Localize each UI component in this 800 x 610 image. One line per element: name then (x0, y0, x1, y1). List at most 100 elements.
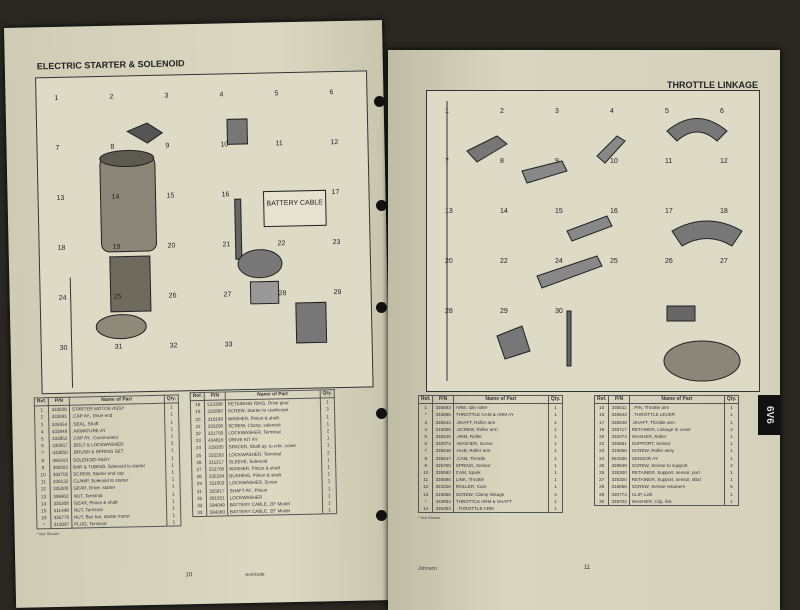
part-number-cell: 335544 (432, 418, 454, 426)
part-name-cell: CAM, Spark (452, 468, 549, 477)
callout-number: 30 (555, 308, 563, 315)
part-name-cell: . PIN, Throttle arm (628, 403, 725, 412)
callout-number: 6 (329, 89, 333, 96)
not-shown-note: * Not Shown (36, 531, 59, 537)
qty-cell: 1 (547, 411, 564, 419)
qty-cell: 2 (723, 425, 740, 433)
ref-cell: 3 (417, 418, 434, 426)
ref-cell: 12 (417, 483, 434, 491)
qty-cell: 1 (723, 432, 740, 441)
not-shown-note: * Not Shown (418, 515, 441, 520)
callout-number: 17 (665, 208, 673, 215)
part-name-cell: THROTTLE ARM & SHAFT (452, 497, 549, 505)
qty-cell: 1 (723, 403, 740, 412)
ref-cell: 28 (593, 483, 610, 491)
part-number-cell: 318189 (205, 415, 226, 423)
qty-cell: 1 (547, 432, 564, 441)
part-number-cell: 335595 (432, 476, 454, 484)
page-title: ELECTRIC STARTER & SOLENOID (36, 58, 185, 72)
callout-number: 9 (165, 143, 169, 150)
part-number-cell: 315097 (51, 520, 72, 529)
qty-cell: 1 (723, 447, 740, 455)
callout-number: 24 (59, 295, 67, 302)
part-name-cell: SCREW, Sensor to support (628, 461, 725, 469)
column-header: P/N (608, 394, 630, 405)
ref-cell: 23 (593, 447, 610, 455)
qty-cell: 1 (723, 476, 740, 484)
ref-cell: 16 (593, 411, 610, 419)
callout-number: 7 (445, 158, 449, 165)
qty-cell: 1 (723, 411, 740, 419)
callout-number: 3 (164, 93, 168, 100)
callout-number: 22 (278, 240, 286, 247)
part-number-cell: 328649 (608, 461, 630, 469)
part-number-cell: 335700 (432, 461, 454, 469)
ref-cell: 4 (417, 425, 434, 433)
callout-number: 10 (610, 158, 618, 165)
part-number-cell: 330774 (608, 490, 630, 498)
binder-hole (376, 510, 387, 521)
ref-cell: 8 (417, 454, 434, 462)
part-number-cell: 328702 (608, 497, 630, 506)
page-number: 11 (584, 565, 591, 571)
callout-number: 26 (169, 292, 177, 299)
qty-cell: 1 (723, 497, 740, 506)
ref-cell: 20 (593, 432, 610, 441)
qty-cell: 1 (723, 454, 740, 462)
qty-cell: 1 (547, 497, 564, 505)
part-number-cell: 335547 (432, 454, 454, 462)
part-name-cell: PLUG, Terminal (71, 518, 167, 529)
part-number-cell: 332293 (205, 450, 227, 459)
left-page: ELECTRIC STARTER & SOLENOID BATTERY CABL… (4, 20, 395, 608)
callout-number: 12 (720, 158, 728, 165)
callout-number: 14 (111, 194, 119, 201)
column-header: Ref. (417, 394, 434, 405)
part-number-cell: 335717 (608, 425, 630, 433)
part-number-cell: 322890 (204, 407, 226, 416)
ref-cell: 22 (593, 440, 610, 448)
qty-cell: 1 (547, 476, 564, 484)
callout-number: 23 (332, 239, 340, 246)
callout-number: 5 (274, 90, 278, 97)
part-name-cell: . THROTTLE ARM (452, 504, 549, 513)
ref-cell: 1 (417, 403, 434, 412)
callout-number: 27 (224, 291, 232, 298)
part-name-cell: .ARM, Roller (452, 432, 549, 441)
callout-number: 18 (58, 245, 66, 252)
part-number-cell: 323326 (432, 483, 454, 491)
part-number-cell: 315856 (432, 425, 454, 433)
part-name-cell: ROLLER, Cam (452, 483, 549, 491)
callout-number: 32 (170, 342, 178, 349)
qty-cell: 1 (322, 506, 337, 515)
callout-number: 19 (113, 244, 121, 251)
part-number-cell: 332074 (432, 440, 454, 448)
part-name-cell: . THROTTLE LEVER (628, 411, 725, 419)
callout-number: 4 (219, 91, 223, 98)
ref-cell: 13 (417, 490, 434, 498)
part-number-cell: 335511 (608, 403, 630, 412)
part-number-cell: 315856 (432, 490, 454, 498)
column-header: P/N (432, 394, 454, 405)
part-number-cell: 335543 (608, 411, 630, 419)
qty-cell: 1 (547, 425, 564, 433)
part-number-cell: 433850 (49, 449, 71, 457)
